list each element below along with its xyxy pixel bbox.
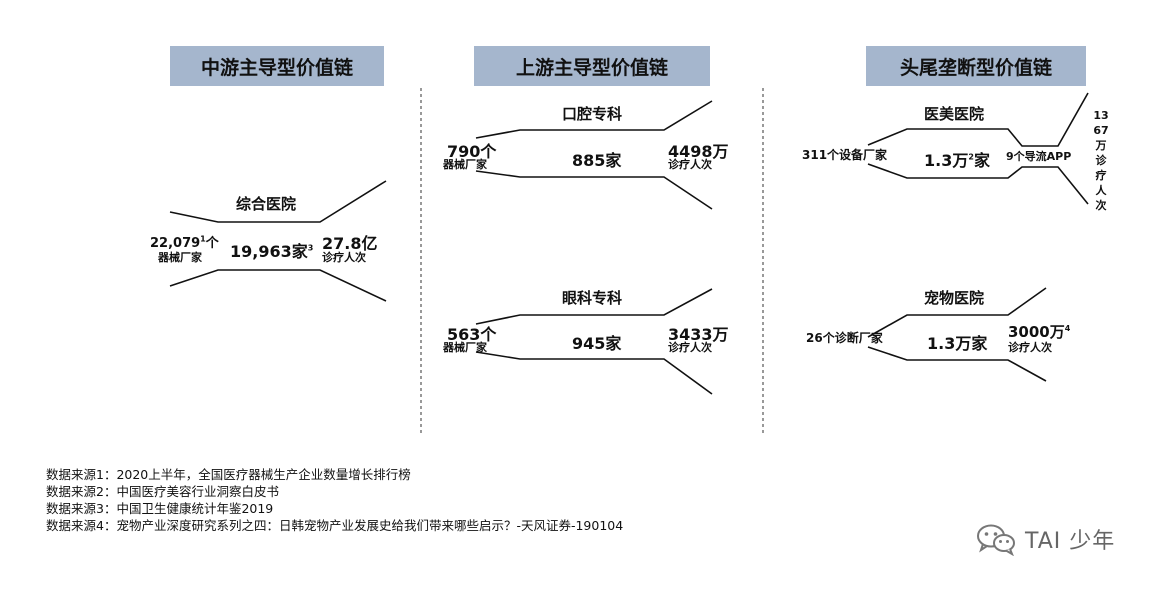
aesthetic-apps: 9个导流APP	[1006, 150, 1072, 163]
general-hospital-title: 综合医院	[236, 195, 297, 213]
aesthetic-count: 1.3万2家	[924, 147, 990, 171]
pet-visits-label: 诊疗人次	[1008, 341, 1052, 354]
pet-top-line	[867, 287, 1047, 338]
pet-bottom-line	[867, 346, 1047, 382]
eye-visits: 3433万	[668, 325, 729, 344]
oral-manufacturers: 790个	[447, 142, 497, 161]
general-hospital-top-line	[169, 180, 387, 223]
general-hospital-visits-label: 诊疗人次	[322, 251, 366, 264]
watermark: TAI 少年	[975, 522, 1115, 556]
general-hospital-manufacturers: 22,0791个	[150, 232, 219, 251]
general-hospital-manufacturers-unit: 个	[205, 236, 219, 251]
aesthetic-count-unit: 家	[973, 151, 990, 170]
aesthetic-top-line	[867, 92, 1089, 147]
eye-count: 945家	[572, 334, 622, 353]
eye-visits-label: 诊疗人次	[668, 341, 712, 354]
general-hospital-note-1: 1	[200, 234, 206, 244]
source-line-3: 数据来源3：中国卫生健康统计年鉴2019	[46, 501, 274, 516]
eye-bottom-line	[475, 351, 713, 395]
eye-top-line	[475, 288, 713, 325]
oral-manufacturers-label: 器械厂家	[443, 158, 487, 171]
oral-top-line	[475, 100, 713, 139]
general-hospital-note-3: 3	[307, 243, 314, 253]
oral-title: 口腔专科	[562, 105, 623, 123]
oral-visits-label: 诊疗人次	[668, 158, 712, 171]
source-line-2: 数据来源2：中国医疗美容行业洞察白皮书	[46, 484, 279, 499]
header-head-tail: 头尾垄断型价值链	[866, 46, 1086, 86]
oral-visits: 4498万	[668, 142, 729, 161]
oral-bottom-line	[475, 170, 713, 210]
header-upstream: 上游主导型价值链	[474, 46, 710, 86]
eye-manufacturers: 563个	[447, 325, 497, 344]
aesthetic-manufacturers: 311个设备厂家	[802, 148, 888, 162]
aesthetic-note-2: 2	[968, 152, 974, 162]
pet-note-4: 4	[1064, 324, 1071, 333]
general-hospital-bottom-line	[169, 269, 387, 302]
aesthetic-title: 医美医院	[924, 105, 985, 123]
pet-title: 宠物医院	[924, 289, 985, 307]
general-hospital-manufacturers-num: 22,079	[150, 236, 201, 251]
aesthetic-bottom-line	[867, 163, 1089, 205]
data-sources: 数据来源1：2020上半年，全国医疗器械生产企业数量增长排行榜 数据来源2：中国…	[46, 466, 623, 534]
pet-visits: 3000万4	[1008, 321, 1070, 342]
aesthetic-count-value: 1.3万	[924, 151, 969, 170]
watermark-text: TAI 少年	[1025, 529, 1116, 554]
general-hospital-visits: 27.8亿	[322, 234, 378, 253]
general-hospital-count-value: 19,963家	[230, 242, 308, 261]
pet-count: 1.3万家	[927, 334, 988, 353]
general-hospital-count: 19,963家3	[230, 238, 313, 262]
source-line-1: 数据来源1：2020上半年，全国医疗器械生产企业数量增长排行榜	[46, 467, 411, 482]
pet-visits-num: 3000万	[1008, 323, 1065, 341]
header-midstream: 中游主导型价值链	[170, 46, 384, 86]
eye-title: 眼科专科	[562, 289, 623, 307]
wechat-icon	[977, 524, 1015, 556]
pet-manufacturers: 26个诊断厂家	[806, 331, 883, 345]
aesthetic-visits-vertical: 1367万诊疗人次	[1093, 109, 1109, 212]
oral-count: 885家	[572, 151, 622, 170]
general-hospital-manufacturers-label: 器械厂家	[158, 251, 202, 264]
source-line-4: 数据来源4：宠物产业深度研究系列之四：日韩宠物产业发展史给我们带来哪些启示？-天…	[46, 518, 624, 533]
eye-manufacturers-label: 器械厂家	[443, 341, 487, 354]
